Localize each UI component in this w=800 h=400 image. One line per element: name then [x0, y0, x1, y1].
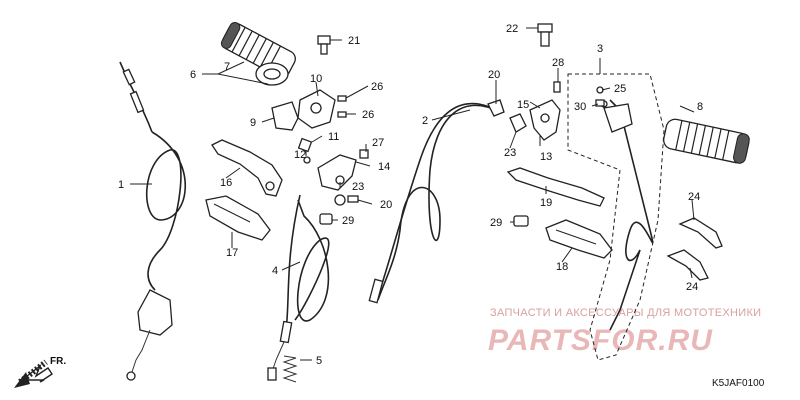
callout-26-lower: 26: [362, 109, 374, 121]
throttle-grip: [220, 21, 296, 86]
callout-24-lower: 24: [686, 281, 698, 293]
throttle-cable-4: [267, 194, 330, 381]
callout-6: 6: [190, 69, 196, 81]
right-grip: [663, 118, 750, 164]
callout-15: 15: [517, 99, 529, 111]
callout-29-right: 29: [490, 217, 502, 229]
watermark: ЗАПЧАСТИ И АКСЕССУАРЫ ДЛЯ МОТОТЕХНИКИ PA…: [488, 307, 761, 357]
callout-16: 16: [220, 177, 232, 189]
callout-13: 13: [540, 151, 552, 163]
leader-lines: [130, 27, 695, 361]
callout-20-right: 20: [488, 69, 500, 81]
callouts: 1 2 3 4 5 6 7 8 9 10 11 12 13 14 15 16 1…: [118, 23, 703, 367]
watermark-logo: PARTSFOR.RU: [488, 324, 713, 357]
throttle-housing: [297, 89, 347, 129]
callout-3: 3: [597, 43, 603, 55]
callout-17: 17: [226, 247, 238, 259]
nut-29-left: [319, 213, 333, 225]
housing-cover-9: [271, 101, 299, 131]
spring-5: [282, 355, 298, 383]
callout-27: 27: [372, 137, 384, 149]
callout-25: 25: [614, 83, 626, 95]
bolt-21: [317, 35, 331, 55]
callout-9: 9: [250, 117, 256, 129]
small-parts-11-12: [297, 137, 313, 164]
guard-24-upper: [678, 217, 723, 249]
callout-24-upper: 24: [688, 191, 700, 203]
callout-7: 7: [224, 61, 230, 73]
front-direction-label: FR.: [50, 356, 66, 367]
callout-12: 12: [294, 149, 306, 161]
callout-14: 14: [378, 161, 390, 173]
guard-24-lower: [666, 249, 709, 281]
callout-28: 28: [552, 57, 564, 69]
clutch-lever: [211, 139, 283, 197]
bolt-22: [537, 23, 553, 47]
callout-5: 5: [316, 355, 322, 367]
diagram-code: K5JAF0100: [712, 378, 765, 389]
lever-guard-left: [205, 195, 271, 241]
callout-29-left: 29: [342, 215, 354, 227]
callout-1: 1: [118, 179, 124, 191]
callout-23-right: 23: [504, 147, 516, 159]
callout-4: 4: [272, 265, 278, 277]
callout-30: 30: [574, 101, 586, 113]
callout-22: 22: [506, 23, 518, 35]
callout-19: 19: [540, 197, 552, 209]
callout-26-upper: 26: [371, 81, 383, 93]
callout-8: 8: [697, 101, 703, 113]
callout-20-left: 20: [380, 199, 392, 211]
callout-18: 18: [556, 261, 568, 273]
callout-2: 2: [422, 115, 428, 127]
nut-29-right: [513, 215, 529, 227]
brake-lever: [506, 167, 605, 207]
lever-guard-right: [545, 219, 613, 259]
brake-bracket: [509, 81, 561, 141]
callout-11: 11: [328, 131, 339, 143]
callout-23-left: 23: [352, 181, 364, 193]
callout-21: 21: [348, 35, 360, 47]
cable-2: [368, 99, 505, 304]
watermark-tagline: ЗАПЧАСТИ И АКСЕССУАРЫ ДЛЯ МОТОТЕХНИКИ: [490, 307, 761, 319]
clutch-bracket: [317, 149, 369, 206]
clutch-cable: [119, 61, 186, 381]
front-direction-arrow: FR.: [14, 356, 66, 388]
callout-10: 10: [310, 73, 322, 85]
